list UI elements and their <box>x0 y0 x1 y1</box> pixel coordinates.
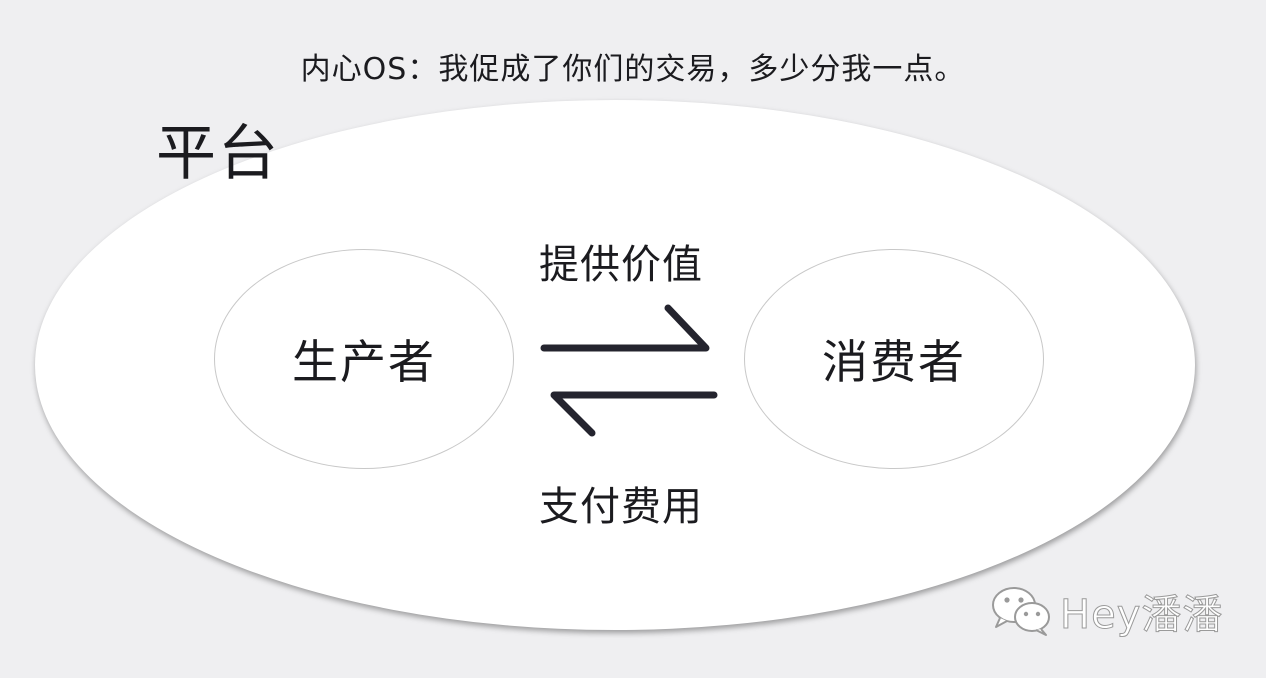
watermark-text: Hey潘潘 <box>1059 592 1224 639</box>
pay-fee-label: 支付费用 <box>539 484 703 530</box>
platform-label: 平台 <box>156 119 280 189</box>
exchange-arrows <box>540 304 718 437</box>
consumer-node: 消费者 <box>744 249 1044 469</box>
value-arrow <box>540 304 710 352</box>
caption-text: 内心OS：我促成了你们的交易，多少分我一点。 <box>300 52 966 87</box>
provide-value-label: 提供价值 <box>539 242 703 288</box>
wechat-icon <box>992 587 1050 636</box>
watermark: Hey潘潘 <box>990 582 1223 640</box>
producer-label: 生产者 <box>292 335 436 389</box>
fee-arrow <box>550 391 718 437</box>
consumer-label: 消费者 <box>822 335 966 389</box>
producer-node: 生产者 <box>214 249 514 469</box>
